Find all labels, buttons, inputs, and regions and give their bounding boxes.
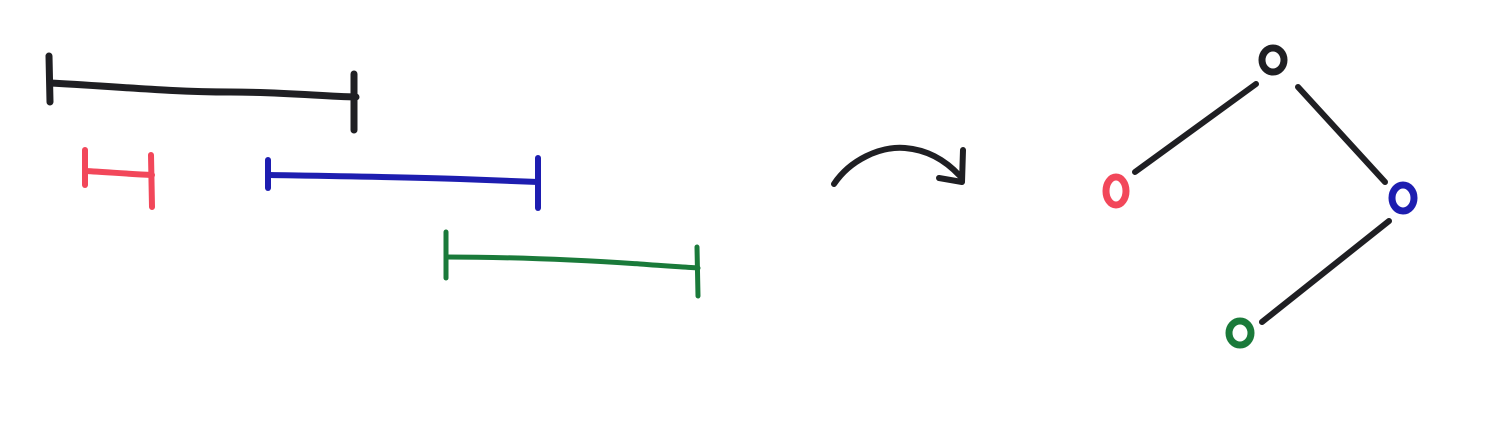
curved-arrow-right-icon	[831, 144, 966, 187]
interval-red	[82, 147, 155, 210]
interval-red-right-tick	[148, 152, 155, 210]
interval-red-bar	[83, 168, 155, 178]
interval-blue-bar	[267, 172, 541, 185]
tree-group	[1102, 44, 1418, 349]
interval-blue	[265, 155, 541, 211]
arrow-shaft	[831, 144, 963, 187]
interval-green-right-tick	[694, 244, 701, 299]
arrow-head	[936, 147, 966, 185]
intervals-group	[45, 52, 701, 299]
interval-black	[45, 52, 360, 134]
interval-black-left-tick	[45, 52, 54, 106]
tree-edge-blue-green	[1259, 218, 1392, 325]
tree-edge-root-blue	[1295, 84, 1388, 185]
interval-green	[443, 229, 701, 299]
tree-edge-root-red	[1132, 81, 1259, 175]
interval-green-bar	[443, 254, 701, 271]
interval-black-bar	[46, 79, 360, 101]
tree-node-red	[1102, 173, 1130, 209]
tree-node-root	[1258, 44, 1288, 76]
tree-node-blue	[1388, 181, 1418, 215]
tree-node-green	[1225, 317, 1255, 349]
